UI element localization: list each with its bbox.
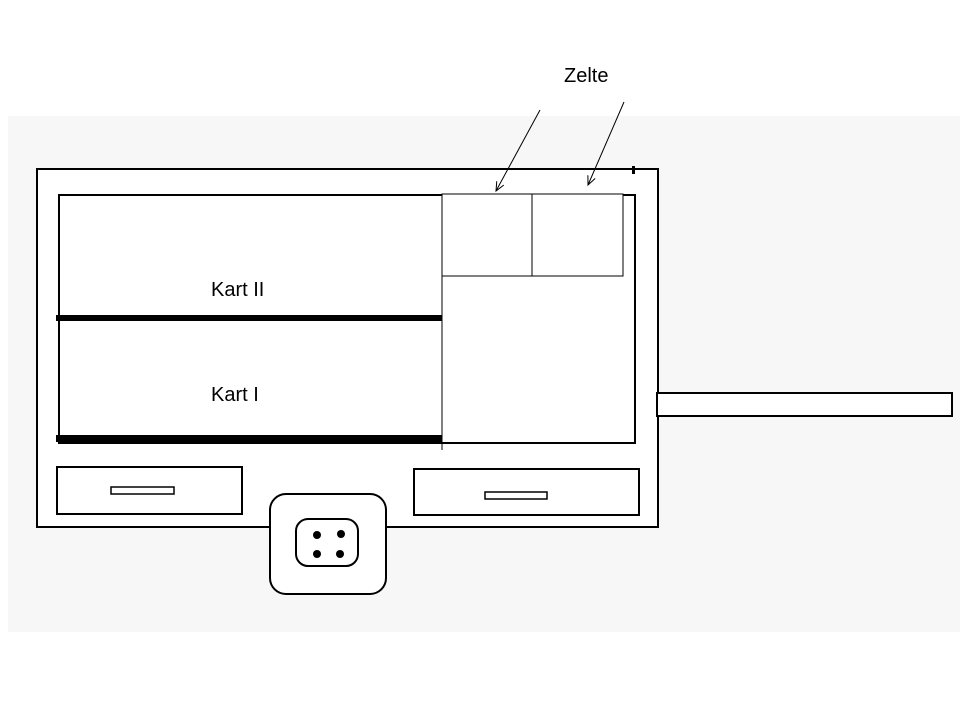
cart-1-rail (56, 435, 442, 442)
cart-1-label: Kart I (211, 384, 259, 406)
tent-arrow-1 (496, 109, 541, 191)
corner-marker (632, 166, 635, 174)
socket-pin (337, 530, 345, 538)
tent-box-2 (531, 193, 624, 277)
socket-pin (313, 550, 321, 558)
cart-2-rail (56, 315, 442, 321)
tents-label: Zelte (564, 65, 609, 87)
left-drawer (56, 466, 243, 515)
socket-pin (313, 531, 321, 539)
right-drawer-handle (484, 491, 548, 500)
socket-pin (336, 550, 344, 558)
left-drawer-handle (110, 486, 175, 495)
drawbar (656, 392, 953, 417)
tent-box-1 (441, 193, 533, 277)
tent-arrow-2 (588, 101, 625, 185)
cart-2-label: Kart II (211, 279, 265, 301)
hitch-socket (295, 518, 359, 567)
